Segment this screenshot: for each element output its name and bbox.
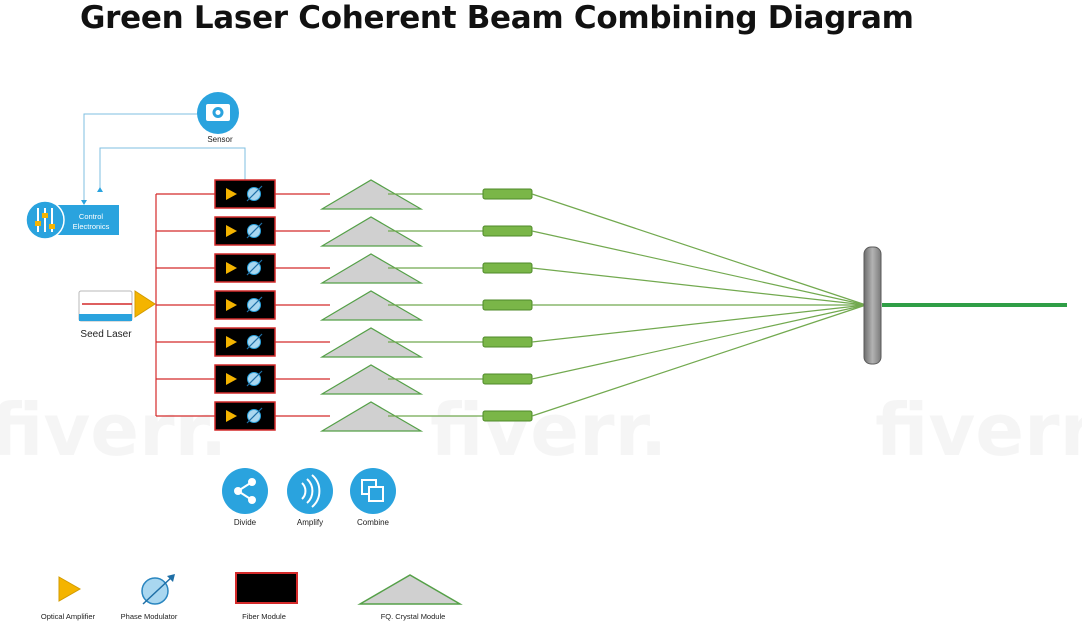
share-icon	[222, 468, 268, 514]
fiber-module	[214, 253, 276, 283]
legend-phase-modulator-label: Phase Modulator	[121, 612, 178, 621]
phase-modulator-icon	[141, 577, 169, 605]
amplifier-icon	[226, 336, 237, 348]
beam-channel	[156, 290, 866, 321]
fiber-module	[214, 401, 276, 431]
converging-beam	[531, 193, 867, 306]
amplifier-icon	[226, 299, 237, 311]
phase-arrow	[246, 407, 263, 424]
crystal-icon	[357, 574, 463, 605]
channel-group	[156, 179, 867, 432]
amplifier-icon	[134, 290, 156, 318]
legend-fiber-module-label: Fiber Module	[242, 612, 286, 621]
phase-arrow	[246, 222, 263, 239]
fiber-module	[214, 290, 276, 320]
converging-beam	[531, 230, 867, 306]
legend-phase-modulator: Phase Modulator	[121, 574, 178, 621]
amplifier-icon	[226, 373, 237, 385]
divide-function: Divide	[222, 468, 268, 527]
legend-crystal-module-label: FQ. Crystal Module	[381, 612, 446, 621]
converging-beam	[531, 304, 867, 380]
watermark-layer: fiverr. fiverr. fiverr.	[0, 388, 1082, 472]
amplifier-icon	[226, 225, 237, 237]
fiber-module	[214, 364, 276, 394]
legend: Optical Amplifier Phase Modulator Fiber …	[41, 572, 463, 621]
feedback-arrow-down	[81, 200, 87, 205]
combine-function: Combine	[350, 468, 396, 527]
gain-rod	[482, 410, 533, 422]
beam-channel	[156, 304, 867, 395]
gain-rod	[482, 373, 533, 385]
page-title: Green Laser Coherent Beam Combining Diag…	[80, 0, 914, 36]
converging-beam	[531, 267, 867, 306]
fiber-module	[214, 216, 276, 246]
converging-beam	[531, 304, 867, 417]
feedback-lines	[83, 113, 246, 200]
beam-channel	[156, 253, 867, 306]
beam-channel	[156, 216, 867, 306]
beam-channel	[156, 179, 867, 306]
amplifier-icon	[226, 262, 237, 274]
legend-optical-amplifier: Optical Amplifier	[41, 576, 96, 621]
sensor: Sensor	[197, 92, 239, 144]
divide-label: Divide	[234, 518, 257, 527]
amplify-function: Amplify	[287, 468, 333, 527]
amplifier-icon	[226, 188, 237, 200]
combining-lens	[863, 246, 882, 365]
legend-fiber-module: Fiber Module	[235, 572, 298, 621]
combine-label: Combine	[357, 518, 390, 527]
phase-arrow	[246, 333, 263, 350]
beam-channel	[156, 304, 867, 358]
gain-rod	[482, 262, 533, 274]
gain-rod	[482, 336, 533, 348]
fiber-module	[214, 327, 276, 357]
legend-crystal-module: FQ. Crystal Module	[357, 574, 463, 621]
control-label-line2: Electronics	[73, 222, 110, 231]
beam-channel	[156, 304, 867, 432]
gain-rod	[482, 299, 533, 311]
fiber-module-icon	[235, 572, 298, 604]
seed-laser: Seed Laser	[78, 290, 156, 340]
feedback-arrow-up	[97, 187, 103, 192]
function-icons: Divide Amplify Combine	[222, 468, 396, 527]
watermark: fiverr.	[875, 388, 1082, 472]
watermark: fiverr.	[430, 388, 667, 472]
amplifier-icon	[58, 576, 82, 602]
gain-rod	[482, 225, 533, 237]
signal-waves-icon	[287, 468, 333, 514]
control-electronics: Control Electronics	[25, 200, 119, 240]
legend-optical-amplifier-label: Optical Amplifier	[41, 612, 96, 621]
converging-beam	[531, 304, 867, 343]
amplify-label: Amplify	[297, 518, 323, 527]
phase-arrow	[246, 185, 263, 202]
phase-arrow	[246, 296, 263, 313]
phase-arrow	[246, 259, 263, 276]
fiber-module	[214, 179, 276, 209]
gain-rod	[482, 188, 533, 200]
control-label-line1: Control	[79, 212, 104, 221]
amplifier-icon	[226, 410, 237, 422]
watermark: fiverr.	[0, 388, 227, 472]
phase-arrow	[246, 370, 263, 387]
sensor-label: Sensor	[207, 135, 233, 144]
seed-laser-label: Seed Laser	[80, 329, 132, 340]
